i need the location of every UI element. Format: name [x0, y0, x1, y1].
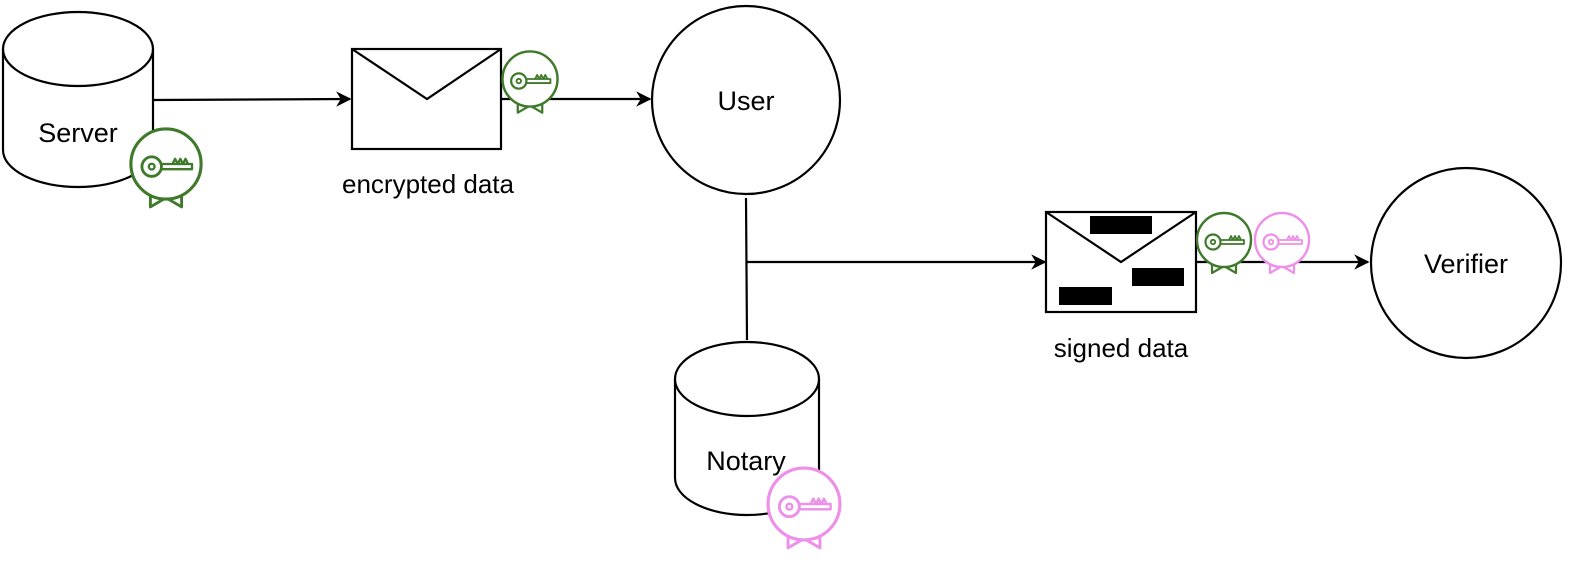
verifier-circle — [1369, 166, 1563, 360]
encrypted-data-label: encrypted data — [342, 169, 515, 199]
user-label: User — [717, 86, 774, 116]
notary-key-badge-icon — [766, 466, 842, 550]
user-node[interactable]: User — [650, 4, 842, 196]
encrypted-data-message[interactable]: encrypted data — [342, 47, 515, 199]
envelope-flap — [351, 48, 502, 101]
server-label: Server — [38, 118, 118, 148]
edge-user-to-notary — [744, 197, 749, 341]
server-cylinder-rim — [1, 48, 155, 88]
notary-label: Notary — [706, 446, 786, 476]
signed-envelope-flap — [1045, 211, 1197, 264]
server-node[interactable]: Server — [1, 10, 155, 189]
signed-data-label: signed data — [1054, 333, 1189, 363]
signed-green-key-badge-icon — [1195, 211, 1253, 275]
verifier-label: Verifier — [1424, 249, 1508, 279]
notary-cylinder-rim — [673, 378, 821, 418]
signed-data-message[interactable]: signed data — [1044, 210, 1198, 363]
server-key-badge-icon — [129, 127, 203, 209]
user-circle — [650, 4, 842, 196]
redaction-bar-right — [1132, 268, 1184, 286]
redaction-bar-left — [1059, 287, 1112, 305]
redaction-bar-top — [1090, 216, 1152, 234]
edge-server-to-encrypted — [152, 91, 352, 107]
signed-pink-key-badge-icon — [1253, 211, 1311, 275]
encrypted-key-badge-icon — [501, 50, 559, 114]
verifier-node[interactable]: Verifier — [1369, 166, 1563, 360]
